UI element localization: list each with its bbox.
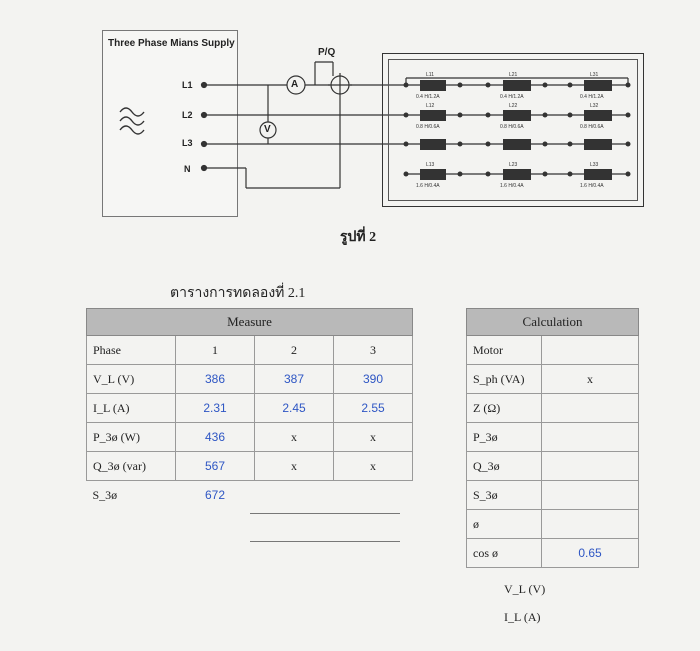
load-id: L12 [426, 103, 435, 109]
measure-table: Measure Phase 1 2 3 V_L (V) 386 387 390 … [86, 308, 413, 509]
load-id: L23 [509, 162, 518, 168]
load-id: L32 [590, 103, 599, 109]
load-rating: 0.4 H/1.2A [500, 94, 524, 100]
column-header: Phase [86, 335, 176, 365]
cell-value [541, 509, 639, 539]
row-label: Motor [466, 335, 542, 365]
load-rating: 0.4 H/1.2A [580, 94, 604, 100]
cell-value: x [333, 451, 413, 481]
column-header: 1 [175, 335, 255, 365]
supply-title: Three Phase Mians Supply [108, 38, 235, 49]
table-row: S_ph (VA)x [466, 364, 639, 394]
table-title: ตารางการทดลองที่ 2.1 [170, 286, 306, 301]
cell-value: x [254, 451, 334, 481]
table-row: Motor [466, 335, 639, 365]
table-row: V_L (V) 386 387 390 [86, 364, 413, 394]
pq-meter-label: P/Q [318, 47, 336, 58]
cell-value: 2.45 [254, 393, 334, 423]
load-bank-frame [382, 53, 644, 207]
line-label-l2: L2 [182, 110, 193, 120]
cell-value: 436 [175, 422, 255, 452]
load-rating: 0.8 H/0.6A [500, 124, 524, 130]
load-id: L11 [426, 72, 434, 78]
cell-value [541, 422, 639, 452]
row-label: I_L (A) [86, 393, 176, 423]
load-id: L33 [590, 162, 599, 168]
load-rating: 1.6 H/0.4A [416, 183, 440, 189]
row-label: P_3ø [466, 422, 542, 452]
circuit-wiring [119, 61, 631, 189]
measure-header: Measure [86, 308, 413, 336]
cell-value: x [333, 422, 413, 452]
supply-box [102, 30, 238, 217]
row-label: Q_3ø [466, 451, 542, 481]
cell-value: 2.55 [333, 393, 413, 423]
calculation-header: Calculation [466, 308, 639, 336]
voltmeter-label: V [264, 124, 271, 135]
line-label-l3: L3 [182, 138, 193, 148]
table-row: S_3ø [466, 480, 639, 510]
cell-value: 567 [175, 451, 255, 481]
load-bank-inner-frame [388, 59, 638, 201]
cell-value [541, 335, 639, 365]
line-label-n: N [184, 164, 191, 174]
row-label: S_3ø [466, 480, 542, 510]
calculation-table: Calculation Motor S_ph (VA)x Z (Ω) P_3ø … [466, 308, 639, 568]
blank-answer-line [250, 541, 400, 542]
row-label: ø [466, 509, 542, 539]
row-label: S_3ø [92, 487, 118, 502]
footer-label: I_L (A) [504, 610, 541, 624]
cell-value [541, 393, 639, 423]
load-id: L13 [426, 162, 435, 168]
cell-value: 672 [204, 488, 226, 502]
table-row: Q_3ø (var) 567 x x [86, 451, 413, 481]
cell-value [541, 480, 639, 510]
load-id: L22 [509, 103, 518, 109]
cell-value: 387 [254, 364, 334, 394]
cell-value: x [541, 364, 639, 394]
cell-value: 2.31 [175, 393, 255, 423]
cell-value: x [254, 422, 334, 452]
ammeter-label: A [291, 79, 299, 90]
footer-label: V_L (V) [504, 582, 546, 596]
cell-value [541, 451, 639, 481]
column-header: 2 [254, 335, 334, 365]
load-rating: 0.8 H/0.6A [416, 124, 440, 130]
table-row: Q_3ø [466, 451, 639, 481]
row-label: S_ph (VA) [466, 364, 542, 394]
line-label-l1: L1 [182, 80, 193, 90]
table-row: I_L (A) 2.31 2.45 2.55 [86, 393, 413, 423]
cell-value: 390 [333, 364, 413, 394]
load-rating: 0.8 H/0.6A [580, 124, 604, 130]
blank-answer-line [250, 513, 400, 514]
cell-value: 386 [175, 364, 255, 394]
load-id: L21 [509, 72, 518, 78]
row-label: V_L (V) [86, 364, 176, 394]
cell-value: 0.65 [541, 538, 639, 568]
column-header: 3 [333, 335, 413, 365]
ac-source-icon [119, 107, 145, 135]
row-label: cos ø [466, 538, 542, 568]
load-rating: 1.6 H/0.4A [580, 183, 604, 189]
load-rating: 0.4 H/1.2A [416, 94, 440, 100]
row-label: Q_3ø (var) [86, 451, 176, 481]
row-label: P_3ø (W) [86, 422, 176, 452]
table-row: P_3ø (W) 436 x x [86, 422, 413, 452]
table-row: ø [466, 509, 639, 539]
table-row: P_3ø [466, 422, 639, 452]
table-row: Z (Ω) [466, 393, 639, 423]
row-label: Z (Ω) [466, 393, 542, 423]
load-rating: 1.6 H/0.4A [500, 183, 524, 189]
load-id: L31 [590, 72, 599, 78]
table-row: S_3ø 672 [87, 481, 413, 510]
figure-caption: รูปที่ 2 [340, 230, 377, 245]
